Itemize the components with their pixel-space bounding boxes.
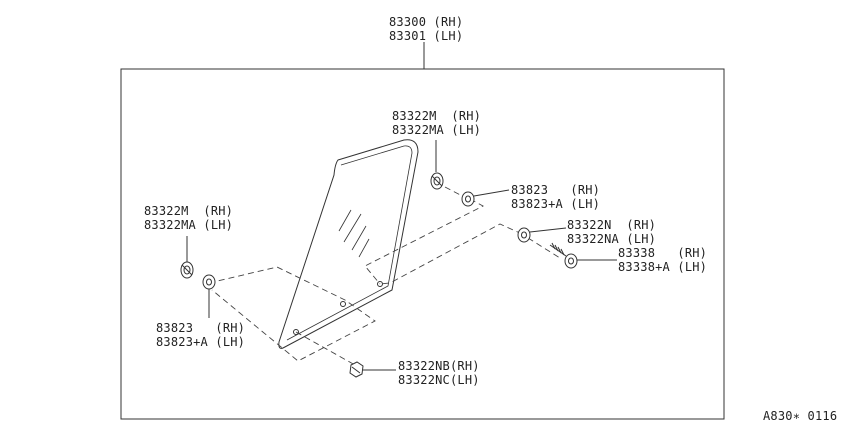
assembly-lines-right (379, 223, 561, 285)
label-main-lh: 83301 (LH) (389, 29, 464, 43)
label-main-rh: 83300 (RH) (389, 15, 464, 29)
quarter-glass (278, 139, 419, 349)
clip-bottom (349, 361, 396, 378)
glass-holes (293, 281, 383, 335)
label-left-washer-rh: 83823 (RH) (156, 321, 246, 335)
figure-code: A830∗ 0116 (763, 409, 838, 423)
label-right-screw-lh: 83338+A (LH) (618, 260, 708, 274)
label-left-clip-rh: 83322M (RH) (144, 204, 234, 218)
washer-left (202, 274, 216, 318)
label-bottom-clip-lh: 83322NC(LH) (398, 373, 480, 387)
label-top-right-clip-rh: 83322M (RH) (392, 109, 482, 123)
label-top-right-washer-lh: 83823+A (LH) (511, 197, 601, 211)
clip-left (180, 236, 194, 279)
label-bottom-clip-rh: 83322NB(RH) (398, 359, 480, 373)
clip-right (517, 227, 567, 243)
label-top-right-clip-lh: 83322MA (LH) (392, 123, 482, 137)
label-right-screw-rh: 83338 (RH) (618, 246, 708, 260)
assembly-lines-left (208, 266, 376, 366)
glass-shading (338, 209, 370, 258)
label-left-washer-lh: 83823+A (LH) (156, 335, 246, 349)
label-left-clip-lh: 83322MA (LH) (144, 218, 234, 232)
clip-top-right (430, 140, 444, 190)
diagram-frame (120, 68, 725, 420)
washer-top-right (461, 189, 510, 207)
label-top-right-washer-rh: 83823 (RH) (511, 183, 601, 197)
label-right-clip-rh: 83322N (RH) (567, 218, 657, 232)
label-right-clip-lh: 83322NA (LH) (567, 232, 657, 246)
screw-right (549, 242, 617, 269)
